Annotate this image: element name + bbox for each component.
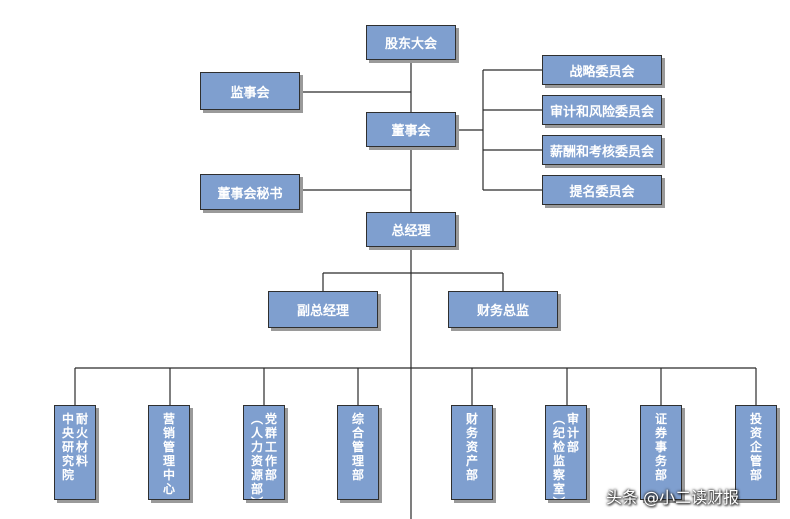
department-label-column: 中央研究院 — [61, 412, 74, 482]
board-of-directors-node: 董事会 — [366, 112, 456, 147]
board-secretary-node: 董事会秘书 — [200, 174, 300, 210]
committee-audit-risk-node: 审计和风险委员会 — [542, 95, 662, 125]
department-label-column: 审计部 — [566, 412, 579, 454]
committee-nomination-node: 提名委员会 — [542, 175, 662, 205]
department-label-column: 党群工作部 — [264, 412, 277, 482]
department-label-column: 投资企管部 — [749, 412, 762, 482]
department-label-column: 证券事务部 — [654, 412, 667, 482]
department-label-column: 耐火材料 — [75, 412, 88, 468]
committee-strategy-node: 战略委员会 — [542, 55, 662, 85]
department-node: 营销管理中心 — [148, 405, 190, 500]
shareholders-node: 股东大会 — [366, 25, 456, 60]
department-node: 耐火材料中央研究院 — [54, 405, 96, 500]
cfo-node: 财务总监 — [448, 291, 558, 328]
department-label-column: 财务资产部 — [465, 412, 478, 482]
general-manager-node: 总经理 — [366, 212, 456, 247]
deputy-gm-node: 副总经理 — [268, 291, 378, 328]
department-label-column: 营销管理中心 — [162, 412, 175, 496]
department-label-column: 综合管理部 — [351, 412, 364, 482]
department-node: 综合管理部 — [337, 405, 379, 500]
department-node: 投资企管部 — [735, 405, 777, 500]
watermark: 头条 @小二读财报 — [606, 488, 740, 507]
department-node: 财务资产部 — [451, 405, 493, 500]
committee-compensation-node: 薪酬和考核委员会 — [542, 135, 662, 165]
department-node: 证券事务部 — [640, 405, 682, 500]
supervisory-board-node: 监事会 — [200, 72, 300, 110]
